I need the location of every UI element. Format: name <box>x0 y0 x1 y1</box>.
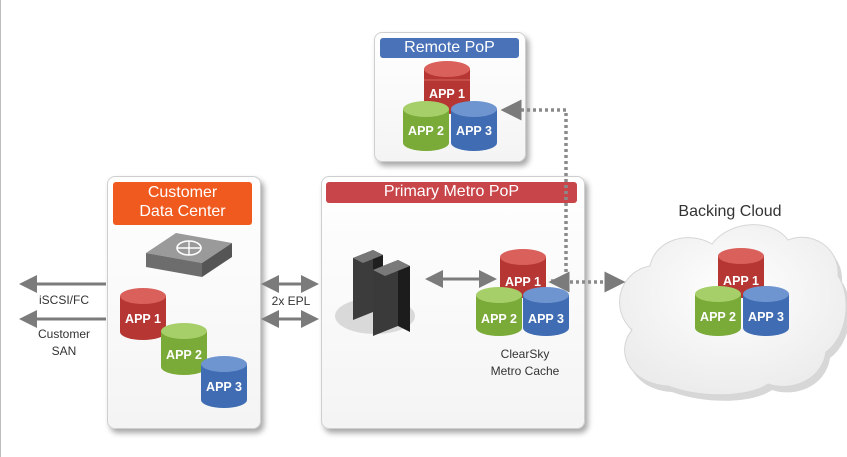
customer-san-line1: Customer <box>37 327 90 341</box>
cloud-app2-cylinder: APP 2 <box>695 286 741 336</box>
customer-app2-cylinder: APP 2 <box>161 323 207 375</box>
clearsky-line2: Metro Cache <box>490 364 560 378</box>
backing-cloud-title: Backing Cloud <box>678 203 782 220</box>
cloud-app3-cylinder: APP 3 <box>743 286 789 336</box>
customer-data-center-title: Customer Data Center <box>113 182 252 225</box>
clearsky-metro-cache-label: ClearSky Metro Cache <box>470 346 580 380</box>
primary-metro-pop-title: Primary Metro PoP <box>326 182 577 203</box>
cache-app3-label: APP 3 <box>528 312 564 326</box>
iscsi-fc-label: iSCSI/FC <box>38 293 89 307</box>
epl-label: 2x EPL <box>271 294 311 308</box>
customer-app3-cylinder: APP 3 <box>201 356 247 408</box>
cloud-app3-label: APP 3 <box>748 310 784 324</box>
remote-app2-label: APP 2 <box>408 124 444 138</box>
cache-app3-cylinder: APP 3 <box>523 287 569 336</box>
remote-app3-cylinder: APP 3 <box>451 101 497 151</box>
customer-app3-label: APP 3 <box>206 380 242 394</box>
cache-app2-cylinder: APP 2 <box>476 287 522 336</box>
cache-app1-label: APP 1 <box>505 275 541 289</box>
left-edge-rule <box>0 0 1 457</box>
customer-app2-label: APP 2 <box>166 348 202 362</box>
customer-app1-cylinder: APP 1 <box>120 288 166 340</box>
customer-san-line2: SAN <box>51 344 77 358</box>
customer-san-label: Customer SAN <box>26 326 102 360</box>
cache-app2-label: APP 2 <box>481 312 517 326</box>
customer-title-line1: Customer <box>147 184 218 201</box>
remote-app1-label: APP 1 <box>429 87 465 101</box>
cloud-app1-label: APP 1 <box>723 274 759 288</box>
network-switch-icon <box>146 233 232 277</box>
clearsky-line1: ClearSky <box>500 347 550 361</box>
customer-title-line2: Data Center <box>139 203 226 220</box>
remote-pop-title: Remote PoP <box>380 38 519 58</box>
remote-app2-cylinder: APP 2 <box>403 101 449 151</box>
remote-app3-label: APP 3 <box>456 124 492 138</box>
server-rack-icon <box>335 250 415 336</box>
cache-app1-cylinder: APP 1 <box>500 249 546 298</box>
customer-app1-label: APP 1 <box>125 312 161 326</box>
cloud-app2-label: APP 2 <box>700 310 736 324</box>
